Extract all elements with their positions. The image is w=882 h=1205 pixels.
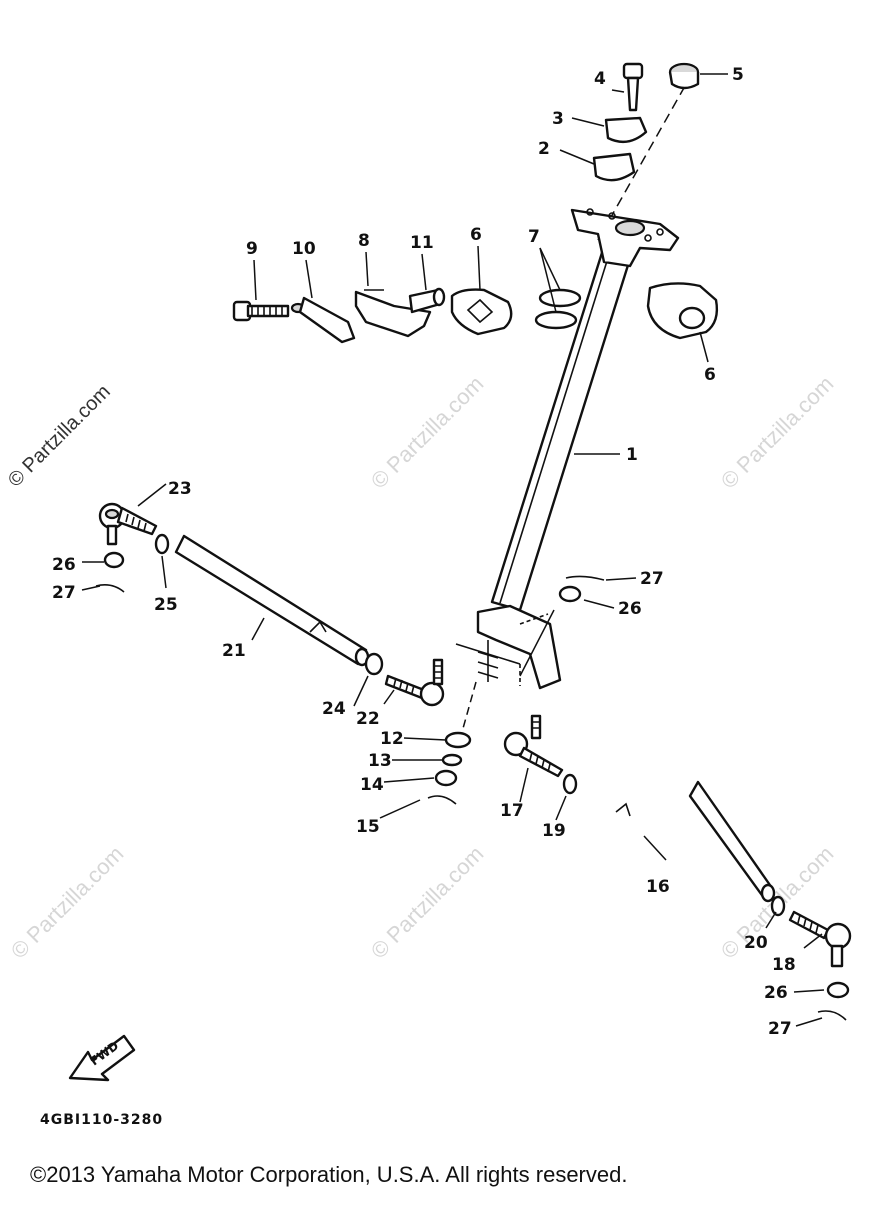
callout-8: 8	[358, 231, 370, 251]
callout-labels: 4 5 3 2 9 10 8 11 6 7 6 1 23 26 27 25 21…	[52, 65, 796, 1039]
callout-11: 11	[410, 233, 434, 253]
callout-27: 27	[768, 1019, 792, 1039]
callout-15: 15	[356, 817, 380, 837]
upper-right-hardware	[519, 575, 637, 677]
callout-20: 20	[744, 933, 768, 953]
callout-24: 24	[322, 699, 346, 719]
callout-19: 19	[542, 821, 566, 841]
callout-25: 25	[154, 595, 178, 615]
callout-26: 26	[764, 983, 788, 1003]
watermark: © Partzilla.com	[716, 371, 839, 494]
bracket-group	[232, 245, 719, 363]
clamp-hardware	[559, 62, 728, 182]
callout-10: 10	[292, 239, 316, 259]
callout-22: 22	[356, 709, 380, 729]
steering-column	[455, 85, 686, 690]
callout-26: 26	[618, 599, 642, 619]
callout-6: 6	[704, 365, 716, 385]
callout-27: 27	[52, 583, 76, 603]
left-tie-rod	[81, 483, 445, 707]
drawing-code: 4GBI110-3280	[40, 1112, 163, 1128]
callout-3: 3	[552, 109, 564, 129]
callout-1: 1	[626, 445, 638, 465]
callout-6: 6	[470, 225, 482, 245]
forward-arrow-icon: FWD	[68, 1034, 136, 1082]
pivot-hardware	[379, 681, 477, 819]
callout-14: 14	[360, 775, 384, 795]
callout-9: 9	[246, 239, 258, 259]
watermark: © Partzilla.com	[6, 841, 129, 964]
callout-4: 4	[594, 69, 606, 89]
callout-27: 27	[640, 569, 664, 589]
copyright-notice: ©2013 Yamaha Motor Corporation, U.S.A. A…	[30, 1162, 627, 1187]
callout-5: 5	[732, 65, 744, 85]
callout-17: 17	[500, 801, 524, 821]
right-tie-rod	[503, 714, 852, 1027]
callout-26: 26	[52, 555, 76, 575]
watermark: © Partzilla.com	[366, 371, 489, 494]
watermark: © Partzilla.com	[4, 381, 115, 492]
callout-21: 21	[222, 641, 246, 661]
callout-2: 2	[538, 139, 550, 159]
watermark: © Partzilla.com	[366, 841, 489, 964]
callout-7: 7	[528, 227, 540, 247]
callout-13: 13	[368, 751, 392, 771]
callout-23: 23	[168, 479, 192, 499]
callout-18: 18	[772, 955, 796, 975]
callout-16: 16	[646, 877, 670, 897]
callout-12: 12	[380, 729, 404, 749]
